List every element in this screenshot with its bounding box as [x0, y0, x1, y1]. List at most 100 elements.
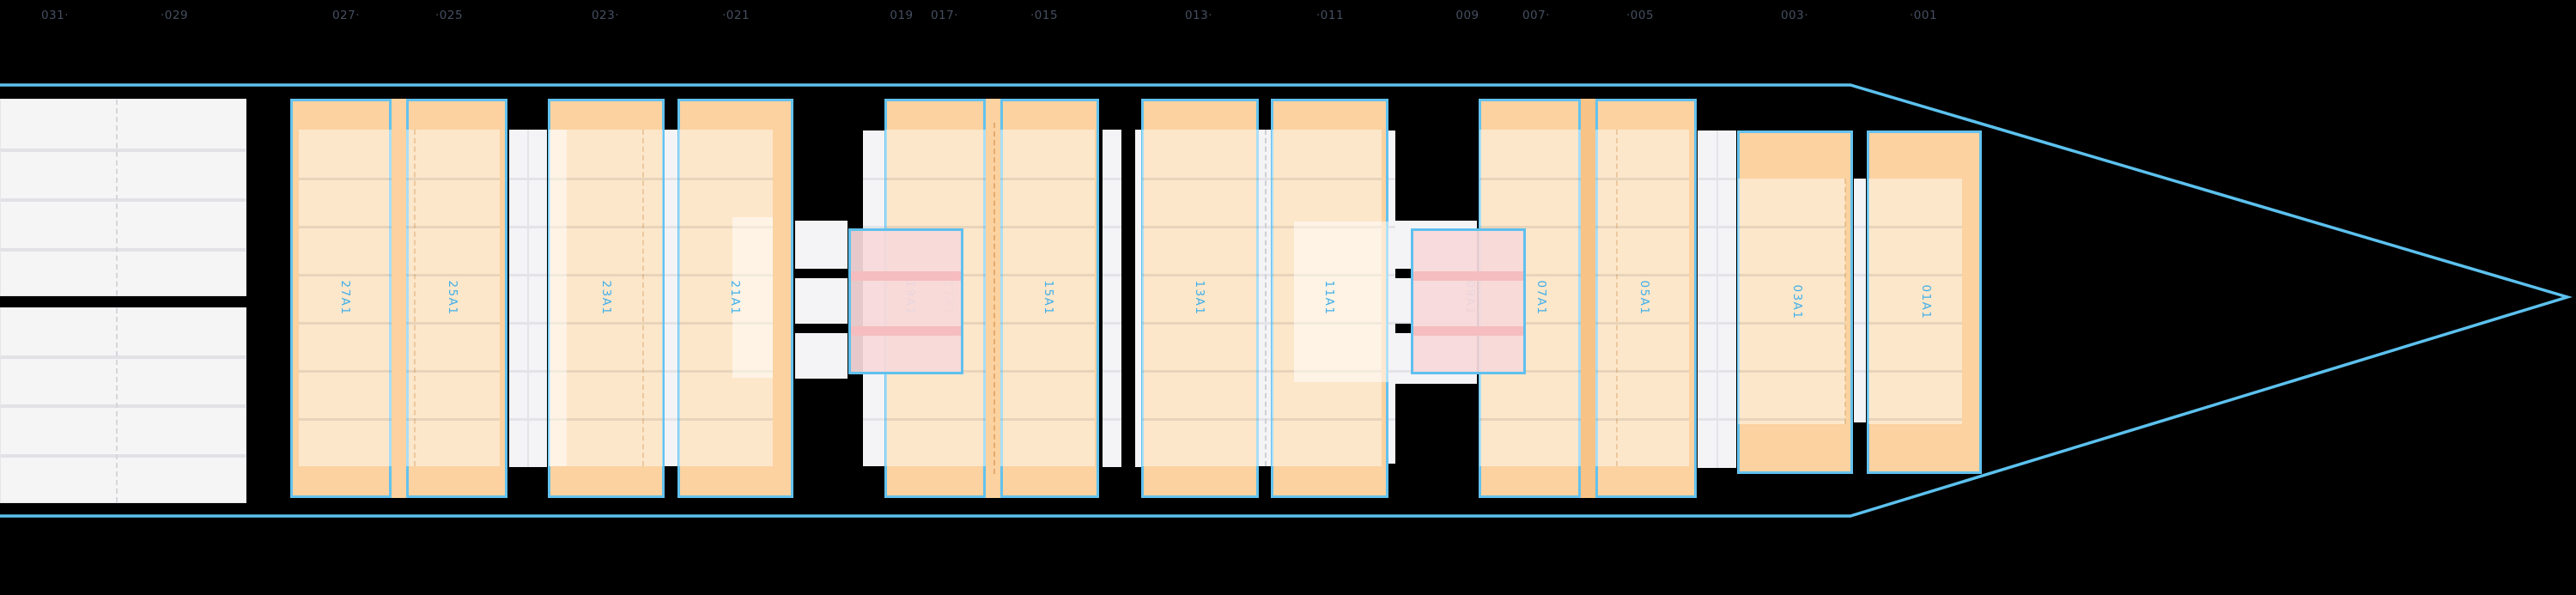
bay-row-line	[1868, 226, 1962, 228]
bay-inner-area	[1142, 130, 1259, 466]
panel-row-line	[1, 454, 246, 458]
bay-row-line	[299, 226, 392, 228]
bay-row-line	[1595, 322, 1689, 325]
bay-row-line	[1000, 418, 1095, 421]
bay-row-line	[1479, 322, 1581, 325]
bay-row-line	[1000, 178, 1095, 180]
bay-number-011: ·011	[1315, 9, 1345, 22]
bay-row-line	[406, 418, 500, 421]
bay-number-003: 003·	[1780, 9, 1809, 22]
panel-row-line	[1, 404, 246, 408]
stern-panel-1	[0, 99, 246, 296]
strip-row-line	[1854, 370, 1866, 373]
bay-row-line	[1142, 322, 1259, 325]
bay-row-line	[406, 226, 500, 228]
selection-09A1[interactable]	[1411, 228, 1526, 374]
panel-row-line	[1, 149, 246, 152]
bay-15A1[interactable]	[1000, 99, 1099, 498]
bay-27A1[interactable]	[290, 99, 392, 498]
bay-center-dash	[1616, 130, 1618, 466]
selection-row-band	[851, 271, 961, 281]
bay-inner-area	[1000, 130, 1095, 466]
bay-row-line	[299, 274, 392, 276]
bay-row-line	[1000, 226, 1095, 228]
strip-notch	[1395, 324, 1411, 333]
hatch-strip	[1698, 131, 1736, 468]
hatch-strip	[509, 130, 547, 467]
bay-number-027: 027·	[331, 9, 361, 22]
bay-row-line	[1142, 274, 1259, 276]
bay-row-line	[1479, 178, 1581, 180]
strip-row-line	[1854, 226, 1866, 228]
strip-mid-line	[1716, 131, 1718, 468]
hatch-strip	[795, 333, 848, 379]
bay-row-line	[406, 274, 500, 276]
bay-number-001: ·001	[1909, 9, 1938, 22]
strip-row-line	[665, 274, 677, 276]
bay-row-line	[678, 178, 773, 180]
bay-row-line	[1479, 274, 1581, 276]
bay-13A1[interactable]	[1141, 99, 1259, 498]
bay-label-15A1: 15A1	[1042, 280, 1055, 316]
strip-row-line	[1103, 178, 1121, 180]
bay-row-line	[1868, 418, 1962, 421]
bay-row-line	[678, 226, 773, 228]
strip-row-line	[863, 418, 884, 421]
strip-row-line	[665, 226, 677, 228]
bay-number-025: ·025	[434, 9, 464, 22]
bay-row-line	[1000, 322, 1095, 325]
hatch-strip	[1135, 130, 1141, 467]
bay-inner-area	[1868, 179, 1962, 424]
divider-dash-line	[993, 122, 995, 475]
bay-row-line	[1738, 418, 1845, 421]
panel-center-dash	[116, 308, 118, 502]
bay-25A1[interactable]	[406, 99, 507, 498]
bay-03A1[interactable]	[1737, 131, 1853, 474]
hatch-strip	[1259, 130, 1271, 466]
strip-row-line	[1388, 322, 1395, 325]
bay-label-05A1: 05A1	[1637, 280, 1651, 316]
bay-row-line	[299, 418, 392, 421]
stern-panel-2	[0, 307, 246, 503]
bay-center-dash	[1844, 179, 1846, 424]
bay-number-029: ·029	[160, 9, 189, 22]
strip-row-line	[1103, 418, 1121, 421]
bay-row-line	[1595, 418, 1689, 421]
bay-row-line	[1479, 226, 1581, 228]
bay-label-25A1: 25A1	[446, 280, 459, 316]
strip-row-line	[1388, 418, 1395, 421]
bay-row-line	[549, 178, 663, 180]
bay-number-005: ·005	[1625, 9, 1655, 22]
strip-row-line	[665, 322, 677, 325]
strip-row-line	[665, 418, 677, 421]
bay-row-line	[1142, 370, 1259, 373]
bay-row-line	[299, 178, 392, 180]
bay-row-line	[406, 322, 500, 325]
strip-row-line	[1103, 226, 1121, 228]
bay-row-line	[1595, 370, 1689, 373]
hatch-overlay-patch	[732, 217, 773, 378]
bay-row-line	[1868, 370, 1962, 373]
bay-number-031: 031·	[40, 9, 70, 22]
strip-row-line	[863, 226, 884, 228]
bay-05A1[interactable]	[1595, 99, 1697, 498]
strip-row-line	[1103, 322, 1121, 325]
bay-row-line	[549, 418, 663, 421]
panel-row-line	[1, 248, 246, 252]
bay-row-line	[406, 178, 500, 180]
strip-notch	[1395, 269, 1411, 278]
bay-label-01A1: 01A1	[1919, 284, 1933, 320]
bay-inner-area	[1595, 130, 1689, 466]
bay-23A1[interactable]	[548, 99, 665, 498]
bay-row-line	[299, 322, 392, 325]
bay-01A1[interactable]	[1867, 131, 1982, 474]
bay-label-27A1: 27A1	[338, 280, 352, 316]
bay-row-line	[406, 370, 500, 373]
panel-center-dash	[116, 100, 118, 295]
bay-center-dash	[642, 130, 644, 466]
bay-row-line	[1868, 274, 1962, 276]
hatch-strip	[1103, 130, 1121, 467]
bay-row-line	[1738, 370, 1845, 373]
selection-19A1[interactable]	[848, 228, 963, 374]
